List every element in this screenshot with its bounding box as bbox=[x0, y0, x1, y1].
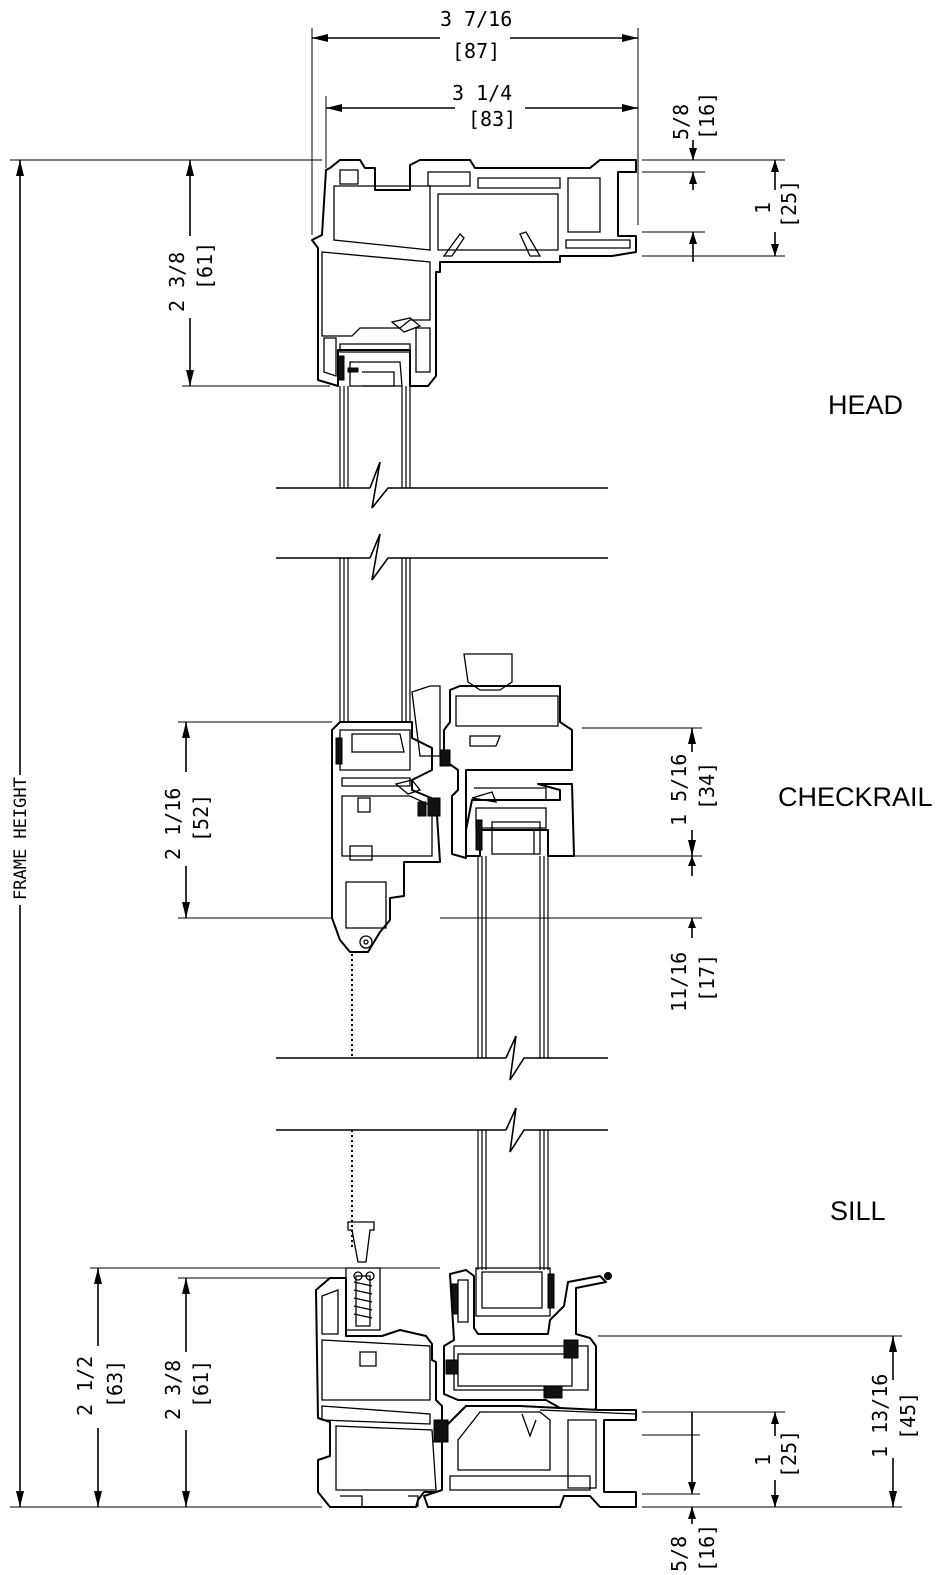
sill-inner-metric: [61] bbox=[189, 1360, 213, 1408]
checkrail-height-metric: [52] bbox=[189, 794, 213, 842]
head-height-metric: [61] bbox=[193, 242, 217, 290]
head-jamb-dimension: 1 [25] bbox=[642, 159, 801, 262]
head-frame-profile bbox=[311, 159, 637, 387]
checkrail-height-imperial: 2 1/16 bbox=[161, 788, 185, 860]
sill-outer-imperial: 2 1/2 bbox=[73, 1356, 97, 1416]
sill-section-label: SILL bbox=[830, 1196, 886, 1226]
lower-sash-glass bbox=[477, 856, 549, 1270]
checkrail-height-dimension: 2 1/16 [52] bbox=[161, 721, 340, 919]
frame-height-dimension: FRAME HEIGHT bbox=[10, 159, 322, 1508]
sill-bottom-offset-metric: [16] bbox=[695, 1524, 719, 1572]
head-offset-metric: [16] bbox=[695, 92, 719, 140]
sill-outer-dimension: 2 1/2 [63] bbox=[73, 1267, 440, 1507]
head-jamb-metric: [25] bbox=[777, 180, 801, 228]
glass-break-upper bbox=[276, 461, 608, 581]
checkrail-lower-dimension: 11/16 [17] bbox=[440, 856, 719, 1012]
head-jamb-imperial: 1 bbox=[751, 202, 775, 214]
checkrail-profile bbox=[331, 653, 575, 953]
inner-width-metric: [83] bbox=[468, 107, 516, 131]
sill-jamb-metric: [25] bbox=[777, 1430, 801, 1478]
head-section-label: HEAD bbox=[828, 390, 903, 420]
sill-jamb-dimension: 1 [25] bbox=[642, 1411, 801, 1524]
overall-width-metric: [87] bbox=[452, 39, 500, 63]
head-offset-imperial: 5/8 bbox=[669, 104, 693, 140]
overall-width-dimension: 3 7/16 [87] bbox=[311, 7, 639, 235]
inner-width-imperial: 3 1/4 bbox=[452, 81, 512, 105]
head-height-dimension: 2 3/8 [61] bbox=[165, 159, 330, 387]
checkrail-upper-imperial: 1 5/16 bbox=[667, 754, 691, 826]
sill-jamb-imperial: 1 bbox=[751, 1454, 775, 1466]
sill-profile bbox=[315, 1221, 637, 1508]
sill-sash-metric: [45] bbox=[896, 1392, 920, 1440]
frame-height-label: FRAME HEIGHT bbox=[11, 777, 31, 900]
sill-sash-imperial: 1 13/16 bbox=[868, 1374, 892, 1458]
checkrail-upper-dimension: 1 5/16 [34] bbox=[560, 727, 719, 857]
head-height-imperial: 2 3/8 bbox=[165, 252, 189, 312]
head-glass bbox=[339, 386, 411, 488]
sill-bottom-offset-dimension: 5/8 [16] bbox=[667, 1524, 719, 1572]
checkrail-upper-metric: [34] bbox=[695, 762, 719, 810]
checkrail-lower-metric: [17] bbox=[695, 954, 719, 1002]
sill-bottom-offset-imperial: 5/8 bbox=[667, 1536, 691, 1572]
sill-inner-imperial: 2 3/8 bbox=[161, 1360, 185, 1420]
sill-outer-metric: [63] bbox=[103, 1360, 127, 1408]
checkrail-lower-imperial: 11/16 bbox=[667, 952, 691, 1012]
head-offset-dimension: 5/8 [16] bbox=[642, 92, 719, 190]
checkrail-section-label: CHECKRAIL bbox=[778, 782, 933, 812]
glass-break-lower bbox=[276, 1035, 608, 1153]
sill-inner-dimension: 2 3/8 [61] bbox=[161, 1277, 330, 1507]
upper-sash-glass bbox=[339, 558, 411, 722]
overall-width-imperial: 3 7/16 bbox=[440, 7, 512, 31]
inner-width-dimension: 3 1/4 [83] bbox=[325, 81, 638, 168]
sill-sash-dimension: 1 13/16 [45] bbox=[598, 1335, 920, 1508]
